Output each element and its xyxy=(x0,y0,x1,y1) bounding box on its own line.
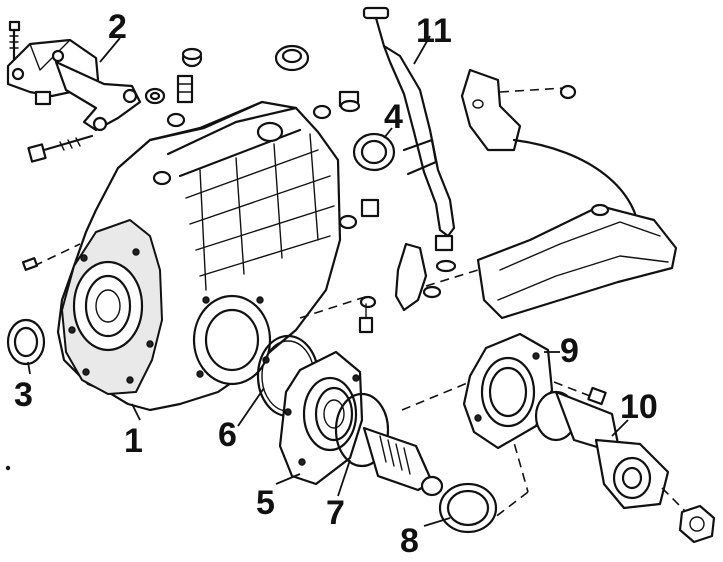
callout-6: 6 xyxy=(218,416,237,454)
part-9-flange xyxy=(462,332,607,450)
callout-11: 11 xyxy=(416,12,452,50)
part-1-transmission-case xyxy=(21,100,342,412)
crossmember-assembly xyxy=(394,68,678,320)
callout-labels: 2 4 11 3 1 6 5 7 8 9 10 xyxy=(14,8,658,560)
callout-7: 7 xyxy=(326,494,345,532)
callout-5: 5 xyxy=(256,484,275,522)
small-fittings-top xyxy=(166,44,380,230)
callout-3: 3 xyxy=(14,376,33,414)
stray-dot xyxy=(5,465,11,471)
callout-10: 10 xyxy=(620,388,658,426)
callout-4: 4 xyxy=(384,98,403,136)
leader-lines xyxy=(27,35,629,527)
part-3-seal-ring xyxy=(6,318,46,366)
callout-1: 1 xyxy=(124,422,143,460)
part-7-output-shaft xyxy=(334,392,444,497)
part-11-dipstick-tube xyxy=(362,6,457,273)
callout-2: 2 xyxy=(108,8,127,46)
part-5-rear-housing xyxy=(278,350,364,486)
callout-9: 9 xyxy=(560,332,579,370)
callout-8: 8 xyxy=(400,522,419,560)
part-4-oil-seal xyxy=(352,132,396,172)
part-2-mount-bracket xyxy=(6,20,166,163)
part-10-coupling xyxy=(534,390,716,544)
lower-bolts xyxy=(299,295,377,334)
part-8-seal xyxy=(438,482,498,534)
